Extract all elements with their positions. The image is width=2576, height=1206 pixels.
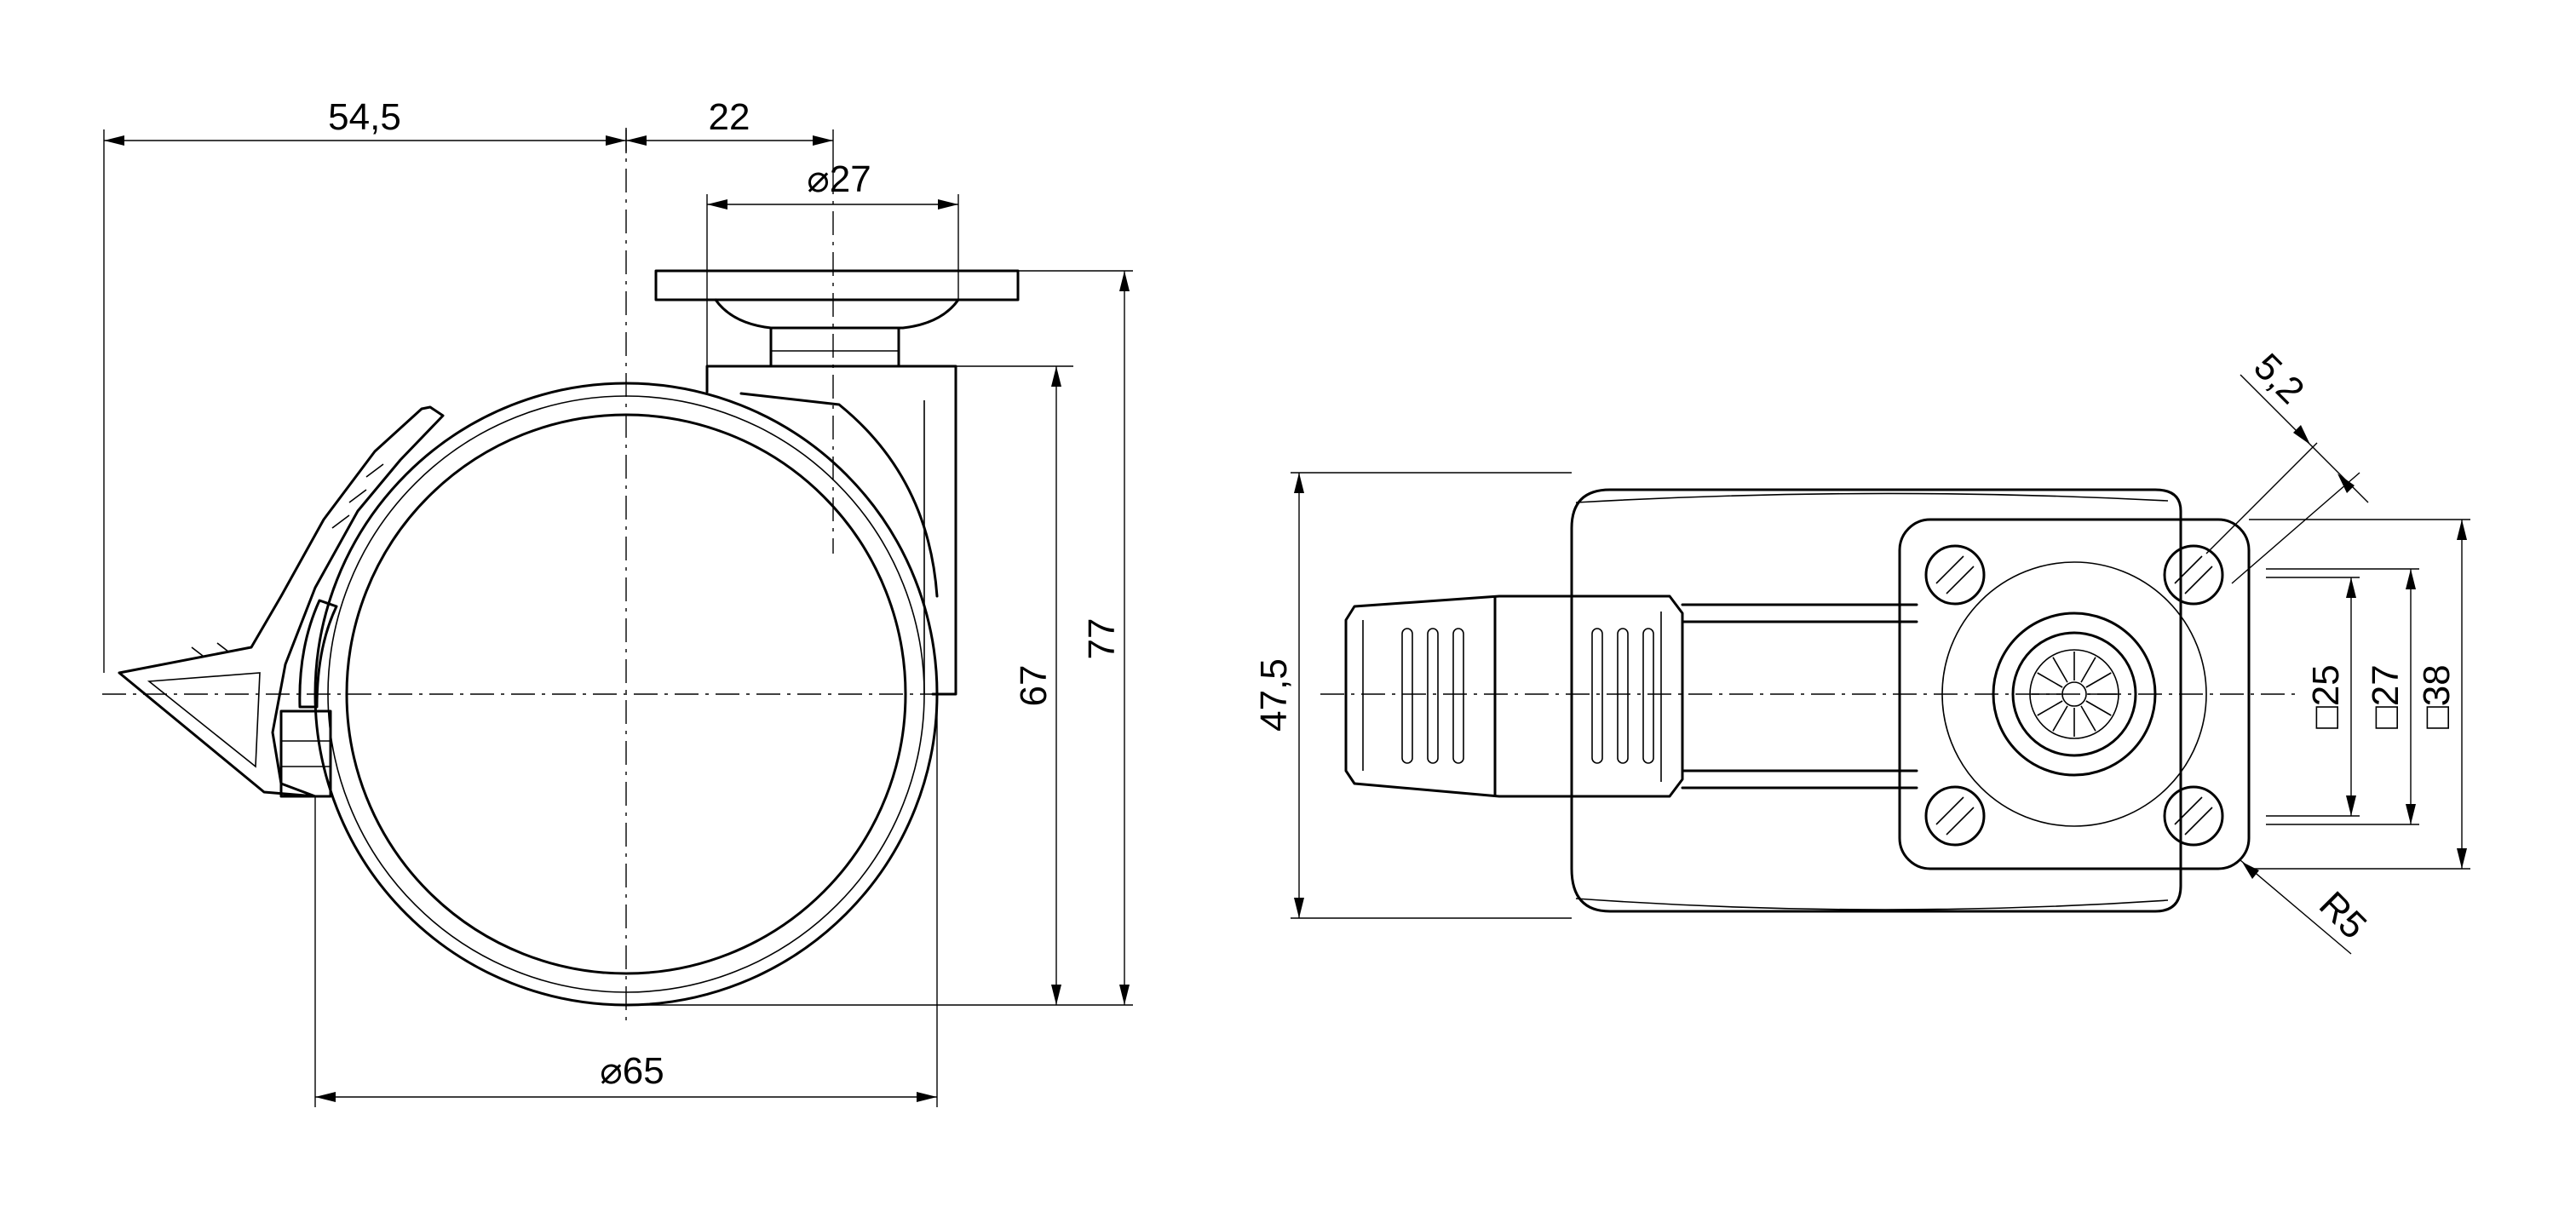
arrowhead — [2293, 425, 2310, 445]
wheel-tire-line — [327, 395, 925, 993]
dim-label-corner-radius: R5 — [2311, 884, 2374, 947]
brake-housing — [279, 709, 332, 798]
arrowhead — [606, 135, 626, 146]
mounting-holes — [1924, 544, 2224, 847]
arrowhead — [2346, 577, 2356, 598]
wheel-body-top — [1570, 488, 2182, 913]
dim-label-holes-27: □27 — [2365, 664, 2406, 729]
dim-label-reach: 54,5 — [328, 96, 401, 138]
arrowhead — [1051, 985, 1061, 1005]
leader-hole-1 — [2205, 442, 2318, 554]
arrowhead — [2242, 862, 2259, 879]
arrowhead — [917, 1092, 937, 1102]
arrowhead — [2406, 569, 2416, 589]
stem-spoke — [2085, 672, 2112, 688]
dim-label-plate-size: □38 — [2416, 664, 2458, 729]
brake-pedal-grip-slots — [1401, 628, 1654, 764]
arrowhead — [104, 135, 124, 146]
dim-label-holes-25: □25 — [2305, 664, 2347, 729]
stem-spoke — [2037, 700, 2063, 716]
arrowhead — [1294, 898, 1304, 918]
top-view: 47,5 □25 □27 □38 5,2 R5 — [1253, 346, 2470, 955]
grip-slot — [1617, 628, 1629, 764]
stem-spoke — [2080, 705, 2096, 732]
brake-pedal-top — [1344, 594, 1684, 798]
arrowhead — [2406, 804, 2416, 824]
arrowhead — [1051, 366, 1061, 387]
mounting-hole-slot — [2174, 796, 2213, 836]
plate-boss-ring — [1941, 561, 2207, 827]
dim-label-wheel-height: 67 — [1013, 665, 1055, 707]
arrowhead — [1119, 271, 1130, 291]
grip-slot — [1427, 628, 1439, 764]
dim-label-offset: 22 — [709, 96, 750, 138]
leader-corner-radius — [2240, 859, 2352, 955]
stem-hex-core — [2061, 681, 2087, 707]
mounting-hole-slot — [1935, 555, 1975, 594]
grip-slot — [1452, 628, 1464, 764]
swivel-stem — [769, 326, 900, 368]
fork-body — [705, 365, 957, 696]
mounting-hole — [1924, 785, 1986, 847]
mounting-hole — [2163, 544, 2224, 606]
arrowhead — [1294, 473, 1304, 493]
arrowhead — [938, 199, 958, 210]
stem-spoke — [2085, 700, 2112, 716]
mounting-hole-slot — [2174, 555, 2213, 594]
fork-shoulder — [739, 392, 939, 598]
dim-label-width: 47,5 — [1253, 658, 1295, 732]
arrowhead — [813, 135, 833, 146]
mounting-plate — [654, 269, 1020, 302]
mounting-hole-slot — [1935, 796, 1975, 836]
brake-pedal-ribs — [191, 463, 384, 657]
arrowhead — [2346, 795, 2356, 816]
arrowhead — [2457, 848, 2467, 869]
stem-ring-outer — [1992, 612, 2157, 777]
brake-lever-inner — [147, 672, 261, 768]
dim-label-hole-diameter: 5,2 — [2245, 346, 2312, 412]
grip-slot — [1401, 628, 1413, 764]
mounting-plate-top — [1898, 518, 2251, 870]
stem-bolt — [2029, 649, 2119, 739]
stem-spoke — [2052, 705, 2068, 732]
arrowhead — [315, 1092, 336, 1102]
grip-slot — [1591, 628, 1603, 764]
dim-label-total-height: 77 — [1081, 618, 1123, 660]
dim-label-stem-diameter: ⌀27 — [807, 158, 871, 200]
mounting-hole — [1924, 544, 1986, 606]
arrowhead — [707, 199, 727, 210]
side-view: 54,5 22 ⌀27 67 77 ⌀65 — [102, 96, 1133, 1107]
arrowhead — [626, 135, 647, 146]
brake-pad — [298, 599, 338, 709]
stem-spoke — [2052, 657, 2068, 683]
arrowhead — [1119, 985, 1130, 1005]
dim-label-wheel-diameter: ⌀65 — [600, 1050, 664, 1092]
stem-spoke — [2080, 657, 2096, 683]
stem-spokes — [2032, 652, 2117, 737]
stem-ring-inner — [2011, 631, 2137, 757]
mounting-hole — [2163, 785, 2224, 847]
arrowhead — [2457, 520, 2467, 540]
plate-boss — [714, 298, 960, 330]
leader-hole-2 — [2231, 472, 2360, 584]
wheel-body-top-line — [1575, 492, 2169, 910]
arrowhead — [2337, 474, 2355, 493]
grip-slot — [1642, 628, 1654, 764]
wheel-rim — [345, 413, 907, 975]
stem-spoke — [2037, 672, 2063, 688]
